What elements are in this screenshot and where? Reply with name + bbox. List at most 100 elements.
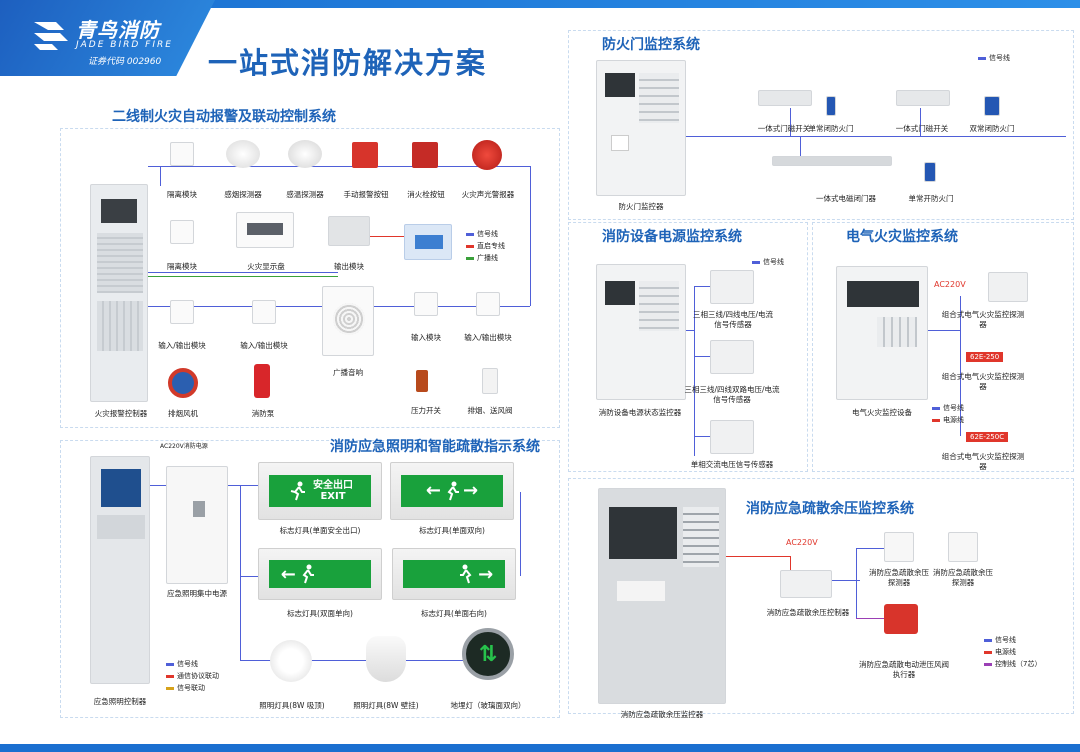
controller-label: 火灾报警控制器 — [94, 409, 148, 418]
broadcast-speaker — [322, 286, 374, 356]
emergency-light-controller — [90, 456, 150, 684]
heat-detector — [288, 140, 322, 168]
section-title-alarm: 二线制火灾自动报警及联动控制系统 — [112, 109, 336, 125]
section-title-power-monitor: 消防设备电源监控系统 — [602, 229, 742, 245]
label-detector-3: 组合式电气火灾监控探测器 — [941, 452, 1025, 471]
label-power-supply: 应急照明集中电源 — [167, 589, 227, 598]
exit-text: 安全出口 — [312, 479, 353, 491]
sounder-strobe — [472, 140, 502, 170]
label-pressure: 压力开关 — [411, 406, 441, 415]
label-door-3: 单常开防火门 — [908, 194, 954, 203]
fire-alarm-controller — [90, 184, 148, 402]
label-heat: 感温探测器 — [286, 190, 324, 199]
section-title-pressure: 消防应急疏散余压监控系统 — [746, 501, 914, 517]
model-tag-2: 62E-250 — [966, 352, 1004, 362]
label-sign-2: 标志灯具(单面双向) — [419, 526, 485, 535]
bidirectional-sign: ←→ — [390, 462, 514, 520]
io-module-3 — [476, 292, 500, 316]
section-frame — [60, 128, 560, 428]
electrical-fire-device — [836, 266, 928, 400]
label-floor-light: 地埋灯（玻璃面双向） — [450, 701, 526, 710]
label-electrical-device: 电气火灾监控设备 — [852, 408, 912, 417]
label-power-monitor: 消防设备电源状态监控器 — [598, 408, 682, 417]
running-man-icon — [460, 564, 472, 584]
label-sign-3: 标志灯具(双面单向) — [287, 609, 353, 618]
legend-s3: 信号线 — [978, 52, 1010, 64]
label-light-1: 照明灯具(8W 吸顶) — [259, 701, 325, 710]
legend-s6: 信号线 电源线 控制线（7芯） — [984, 634, 1041, 670]
label-io-2: 输入/输出模块 — [240, 341, 288, 350]
label-io-3: 输入/输出模块 — [464, 333, 512, 342]
fire-door-controller — [596, 60, 686, 196]
model-tag-3: 62E-250C — [966, 432, 1009, 442]
label-sounder: 火灾声光警报器 — [461, 190, 515, 199]
label-io-1: 输入/输出模块 — [158, 341, 206, 350]
manual-call-point — [352, 142, 378, 168]
label-smoke: 感烟探测器 — [224, 190, 262, 199]
section-frame — [60, 440, 560, 718]
label-isolation-2: 隔离模块 — [167, 262, 197, 271]
page-title: 一站式消防解决方案 — [208, 46, 488, 80]
double-closed-door-icon — [984, 96, 1000, 116]
pressure-detector-1 — [884, 532, 914, 562]
label-door-1: 单常闭防火门 — [808, 124, 854, 133]
stock-code: 证券代码 002960 — [88, 57, 162, 67]
running-man-icon — [302, 564, 314, 584]
wall-light — [366, 636, 406, 682]
sensor-1 — [710, 270, 754, 304]
controller-screen — [101, 199, 137, 223]
label-pressure-detector-2: 消防应急疏散余压探测器 — [933, 568, 993, 587]
residual-pressure-monitor — [598, 488, 726, 704]
label-display: 火灾显示盘 — [247, 262, 285, 271]
legend-s2: 信号线 通信协议联动 信号联动 — [166, 658, 219, 694]
label-door-controller: 防火门监控器 — [618, 202, 664, 211]
controller-screen-2 — [101, 469, 141, 507]
door-closer — [772, 156, 892, 166]
ac-label-pressure: AC220V — [786, 538, 818, 547]
isolation-module — [170, 142, 194, 166]
fire-display-panel — [236, 212, 294, 248]
label-pump: 消防泵 — [251, 409, 275, 418]
smoke-fan-icon — [168, 368, 198, 398]
module-chip — [404, 224, 452, 260]
label-sign-4: 标志灯具(单面右向) — [421, 609, 487, 618]
bottom-bar — [0, 744, 1080, 752]
section-title-electrical: 电气火灾监控系统 — [846, 229, 958, 245]
label-pressure-controller: 消防应急疏散余压控制器 — [766, 608, 850, 617]
brand-banner: 青鸟消防 JADE BIRD FIRE 证券代码 002960 — [0, 0, 215, 76]
label-output: 输出模块 — [334, 262, 364, 271]
legend-s5: 信号线 电源线 — [932, 402, 964, 426]
label-door-2: 双常闭防火门 — [969, 124, 1015, 133]
label-detector-1: 组合式电气火灾监控探测器 — [941, 310, 1025, 329]
label-sign-1: 标志灯具(单面安全出口) — [279, 526, 361, 535]
label-valve: 排烟、送风阀 — [467, 406, 513, 415]
exit-en: EXIT — [320, 490, 346, 502]
isolation-module-2 — [170, 220, 194, 244]
section-frame — [568, 30, 1074, 220]
section-frame — [568, 478, 1074, 714]
label-ac-power: AC220V消防电源 — [160, 443, 208, 450]
door-magnet-1 — [758, 90, 812, 106]
section-title-fire-door: 防火门监控系统 — [602, 37, 700, 53]
label-manual: 手动报警按钮 — [343, 190, 389, 199]
label-sensor-3: 单相交流电压信号传感器 — [690, 460, 774, 469]
brand-name: 青鸟消防 — [76, 18, 160, 42]
top-bar — [0, 0, 1080, 8]
fire-pump-icon — [254, 364, 270, 398]
label-pressure-detector-1: 消防应急疏散余压探测器 — [869, 568, 929, 587]
right-direction-sign: → — [392, 548, 516, 600]
label-mag-2: 一体式门磁开关 — [895, 124, 949, 133]
pressure-controller — [780, 570, 832, 598]
input-module — [414, 292, 438, 316]
label-pressure-monitor: 消防应急疏散余压监控器 — [620, 710, 704, 719]
io-module-1 — [170, 300, 194, 324]
label-speaker: 广播音响 — [333, 368, 363, 377]
section-frame — [812, 222, 1074, 472]
label-closer: 一体式电磁闭门器 — [816, 194, 876, 203]
label-input: 输入模块 — [411, 333, 441, 342]
running-man-icon — [290, 481, 305, 501]
section-frame — [568, 222, 808, 472]
label-detector-2: 组合式电气火灾监控探测器 — [941, 372, 1025, 391]
label-hydrant: 消火栓按钮 — [407, 190, 445, 199]
label-actuator: 消防应急疏散电动泄压风阀执行器 — [859, 660, 949, 679]
